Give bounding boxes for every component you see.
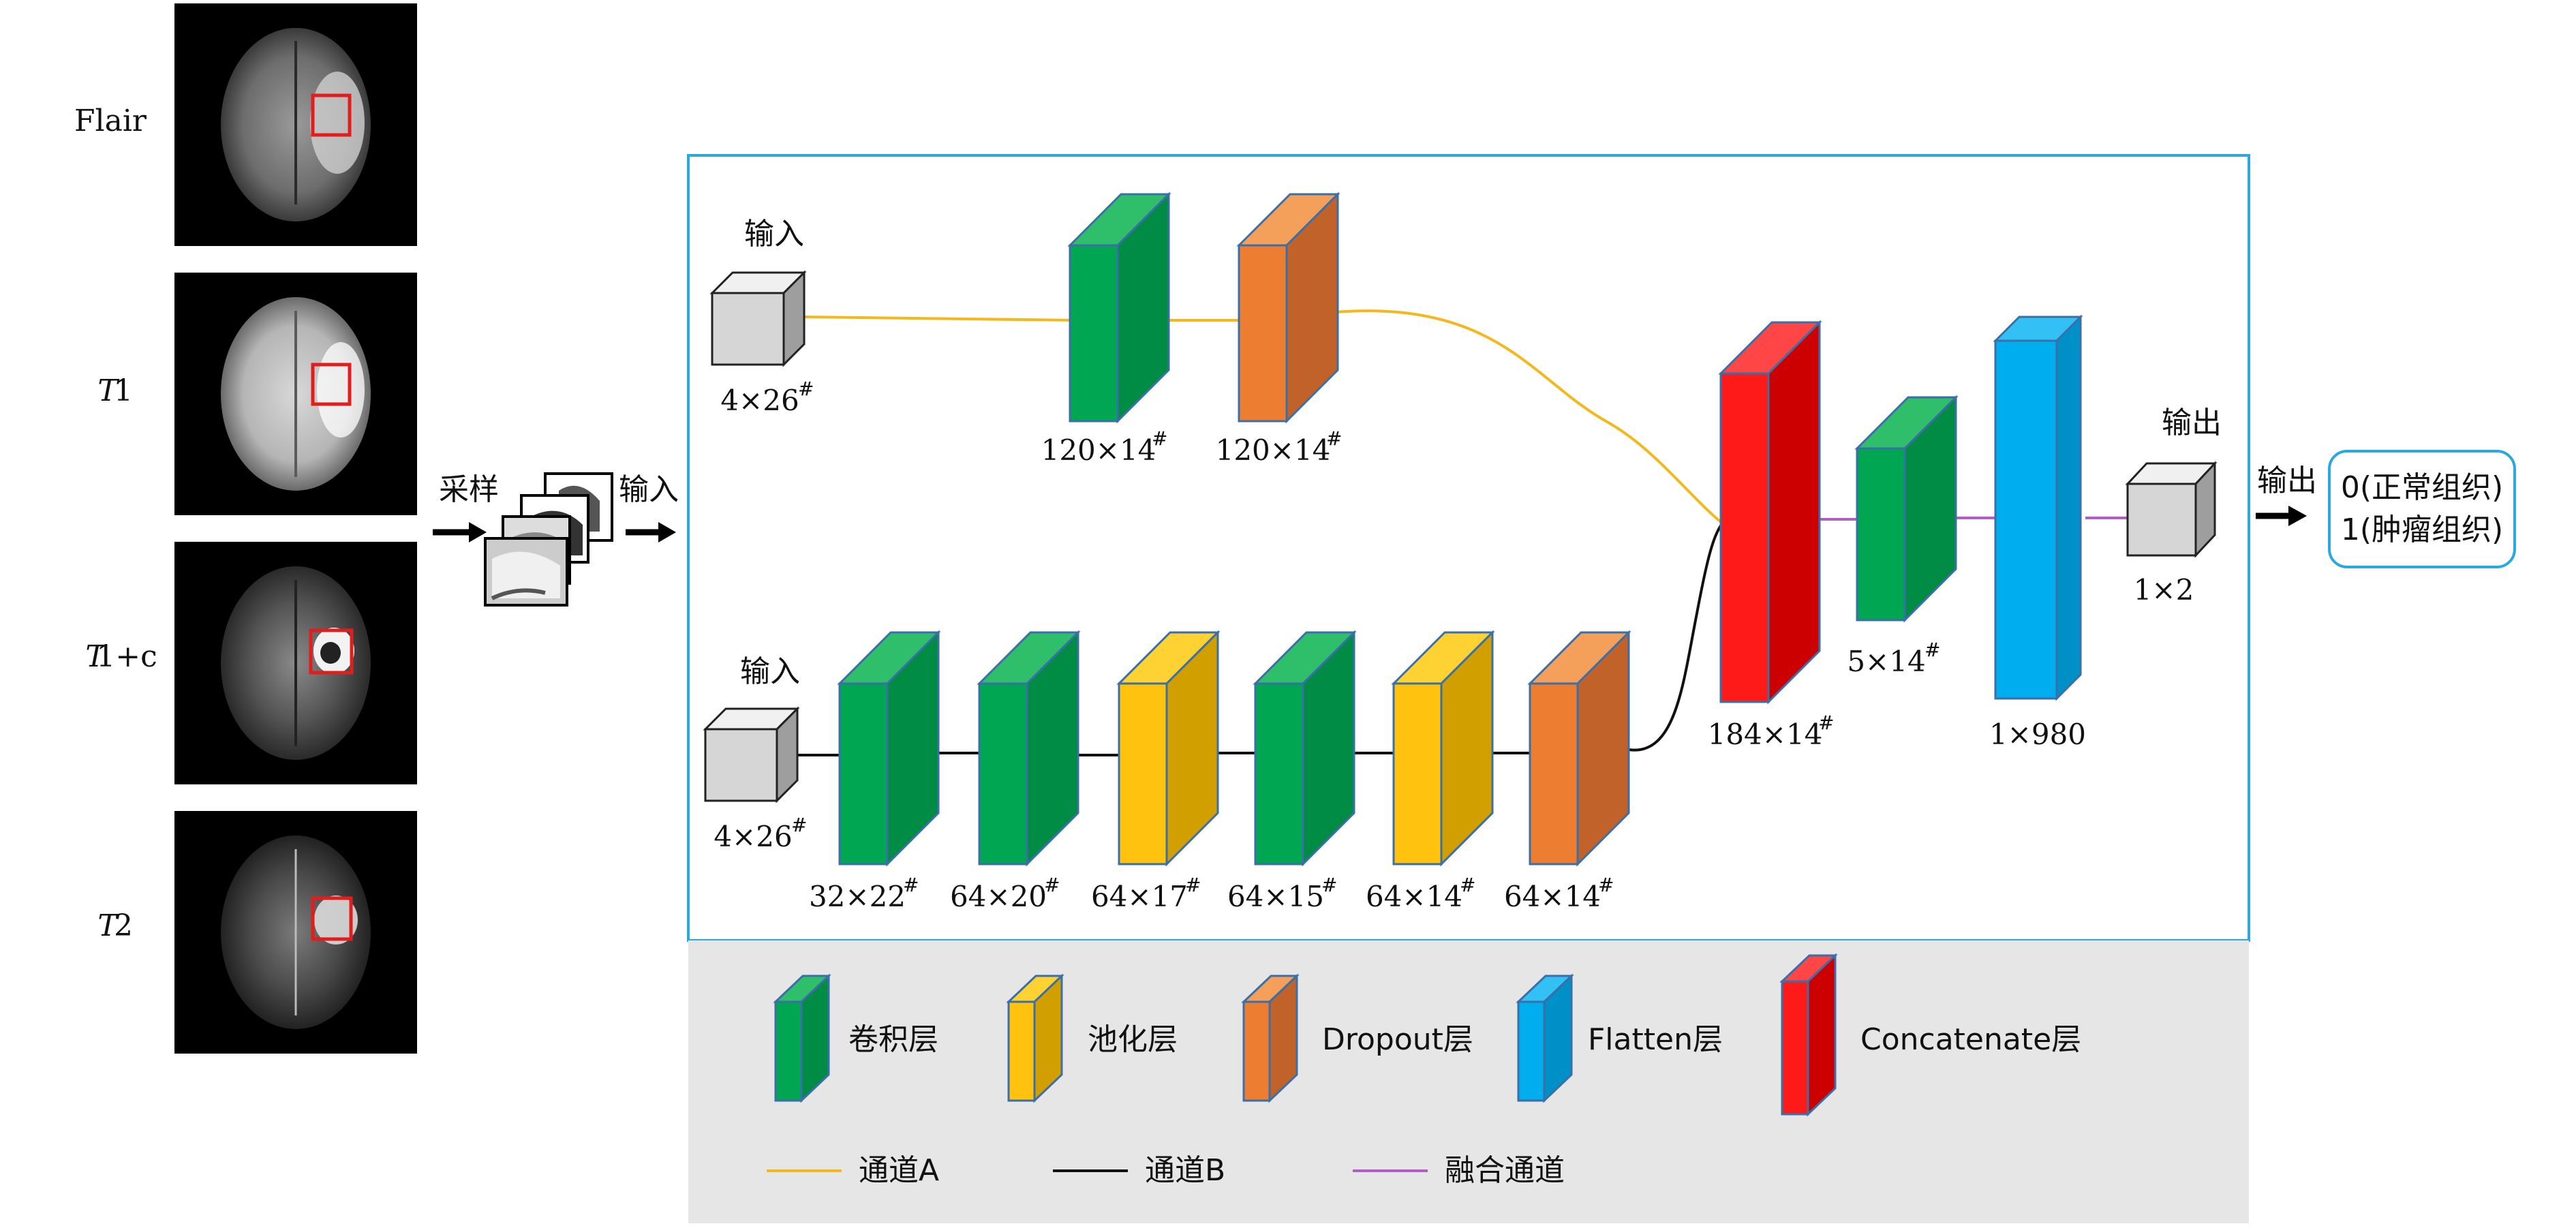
merge-dim-0: 184×14 bbox=[1708, 718, 1823, 751]
modality-label-t1c: T bbox=[85, 639, 108, 674]
output-stage: 输出 0(正常组织) 1(肿瘤组织) bbox=[2256, 450, 2516, 568]
modality-label-flair: Flair bbox=[74, 104, 147, 138]
path-b-input-cube bbox=[703, 706, 800, 803]
modality-column: Flair T 1 T 1+c T 2 bbox=[74, 3, 417, 1054]
legend-label-pool: 池化层 bbox=[1088, 1022, 1178, 1057]
output-dim: 1×2 bbox=[2134, 573, 2194, 607]
legend-label-conv: 卷积层 bbox=[848, 1022, 938, 1057]
legend-swatch-conv bbox=[773, 973, 831, 1103]
path-b-layer-pool bbox=[1116, 630, 1221, 867]
path-b-layer-conv bbox=[837, 630, 941, 867]
network-layers bbox=[703, 191, 2218, 867]
result-line-2: 1(肿瘤组织) bbox=[2341, 512, 2503, 547]
legend-label-dropout: Dropout层 bbox=[1322, 1022, 1473, 1057]
merge-dim-1: 5×14 bbox=[1847, 645, 1925, 678]
path-b-layer-dropout bbox=[1527, 630, 1631, 867]
path-b-dim-2-sup: # bbox=[1185, 874, 1201, 896]
legend-label-flatten: Flatten层 bbox=[1588, 1022, 1723, 1057]
modality-label-t2: T bbox=[97, 908, 120, 943]
path-b-dim-1: 64×20 bbox=[950, 880, 1047, 913]
path-b-dim-5: 64×14 bbox=[1504, 880, 1601, 913]
legend-swatch-dropout bbox=[1241, 973, 1300, 1103]
path-b-dim-4: 64×14 bbox=[1366, 880, 1462, 913]
sample-label: 采样 bbox=[439, 472, 499, 507]
result-box bbox=[2328, 450, 2516, 568]
legend-line-label-1: 通道B bbox=[1145, 1153, 1225, 1188]
sample-arrow-icon bbox=[469, 522, 487, 542]
legend-label-concat: Concatenate层 bbox=[1860, 1022, 2081, 1057]
path-a-dim-0: 120×14 bbox=[1041, 433, 1156, 467]
mri-image-t1c bbox=[174, 542, 417, 784]
merge-dim-2: 1×980 bbox=[1989, 718, 2086, 751]
legend-swatch-concat bbox=[1779, 953, 1838, 1117]
path-a-input-label: 输入 bbox=[744, 217, 804, 251]
modality-sub-t1: 1 bbox=[114, 373, 133, 408]
path-b-input-dim-sup: # bbox=[791, 814, 807, 836]
path-a-input-cube bbox=[709, 270, 807, 367]
connections bbox=[797, 309, 2132, 756]
patch-stack bbox=[484, 472, 613, 607]
merge-layer-concat bbox=[1718, 320, 1822, 705]
path-b-dim-4-sup: # bbox=[1460, 874, 1475, 896]
output-arrow-label: 输出 bbox=[2257, 463, 2317, 498]
path-b-dim-3-sup: # bbox=[1321, 874, 1337, 896]
mri-image-flair bbox=[174, 3, 417, 246]
mri-image-t1 bbox=[174, 273, 417, 515]
path-b-input-label: 输入 bbox=[740, 654, 800, 689]
dimension-labels: 4×26#4×26#120×14#120×14#32×22#64×20#64×1… bbox=[714, 378, 2194, 913]
sampling-stage: 采样 输入 bbox=[433, 472, 679, 607]
path-a-layer-conv bbox=[1067, 191, 1171, 424]
path-b-input-dim: 4×26 bbox=[714, 820, 792, 853]
path-a-dim-1: 120×14 bbox=[1216, 433, 1331, 467]
path-a-dim-1-sup: # bbox=[1326, 427, 1342, 450]
legend-panel bbox=[688, 940, 2249, 1223]
legend-swatch-flatten bbox=[1516, 973, 1574, 1103]
path-a-layer-dropout bbox=[1236, 191, 1340, 424]
path-b-layer-conv bbox=[1253, 630, 1357, 867]
modality-label-t1: T bbox=[97, 373, 120, 408]
modality-sub-t1c: 1+c bbox=[96, 639, 157, 674]
merge-layer-flatten bbox=[1993, 314, 2083, 701]
output-cube bbox=[2125, 461, 2218, 558]
legend-swatch-pool bbox=[1006, 973, 1064, 1103]
path-b-dim-2: 64×17 bbox=[1091, 880, 1188, 913]
result-line-1: 0(正常组织) bbox=[2341, 470, 2503, 505]
merge-layer-conv bbox=[1854, 395, 1959, 623]
path-b-dim-0: 32×22 bbox=[809, 880, 906, 913]
path-b-layer-conv bbox=[977, 630, 1081, 867]
output-block-label: 输出 bbox=[2162, 405, 2222, 440]
merge-dim-0-sup: # bbox=[1818, 711, 1834, 734]
input-arrow-icon bbox=[658, 522, 676, 542]
legend-line-label-2: 融合通道 bbox=[1445, 1153, 1565, 1188]
output-arrow-icon bbox=[2288, 506, 2307, 526]
network-labels: 输入 输入 输出 bbox=[740, 217, 2222, 689]
merge-dim-1-sup: # bbox=[1925, 639, 1940, 661]
path-b-dim-3: 64×15 bbox=[1227, 880, 1324, 913]
path-b-dim-5-sup: # bbox=[1598, 874, 1614, 896]
path-a-input-dim-sup: # bbox=[798, 378, 814, 400]
flow-input-label: 输入 bbox=[619, 472, 679, 507]
path-b-dim-1-sup: # bbox=[1044, 874, 1060, 896]
path-b-layer-pool bbox=[1391, 630, 1495, 867]
mri-image-t2 bbox=[174, 811, 417, 1054]
modality-sub-t2: 2 bbox=[114, 908, 133, 943]
legend-line-label-0: 通道A bbox=[859, 1153, 939, 1188]
path-b-dim-0-sup: # bbox=[903, 874, 919, 896]
path-a-input-dim: 4×26 bbox=[720, 384, 799, 417]
path-a-dim-0-sup: # bbox=[1152, 427, 1167, 450]
